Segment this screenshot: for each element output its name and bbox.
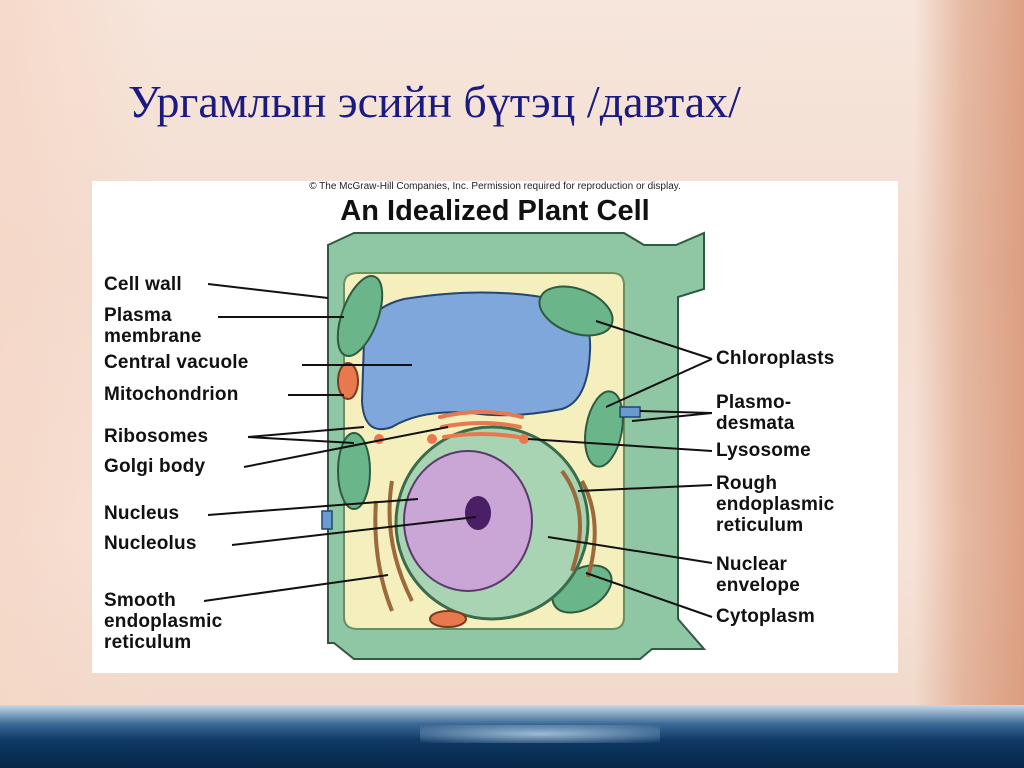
label-ribosomes: Ribosomes bbox=[104, 426, 209, 447]
leader-nucleolus bbox=[231, 516, 477, 546]
leader-lysosome bbox=[527, 438, 713, 452]
leader-ribosomes-1 bbox=[247, 426, 365, 438]
label-nuclear-envelope: Nuclear envelope bbox=[716, 554, 800, 596]
bottom-band-glare bbox=[420, 725, 660, 743]
label-nucleolus: Nucleolus bbox=[104, 533, 197, 554]
mitochondrion-2 bbox=[429, 610, 467, 628]
chloroplast-4 bbox=[337, 432, 371, 510]
label-golgi-body: Golgi body bbox=[104, 456, 206, 477]
mitochondrion-1 bbox=[337, 362, 359, 400]
label-smooth-er: Smooth endoplasmic reticulum bbox=[104, 590, 223, 653]
leader-ribosomes-2 bbox=[247, 436, 355, 444]
label-chloroplasts: Chloroplasts bbox=[716, 348, 835, 369]
label-plasma-membrane: Plasma membrane bbox=[104, 305, 202, 347]
leader-plasmodesmata-2 bbox=[631, 412, 713, 422]
label-cell-wall: Cell wall bbox=[104, 274, 182, 295]
figure-title: An Idealized Plant Cell bbox=[340, 195, 650, 227]
label-nucleus: Nucleus bbox=[104, 503, 180, 524]
leader-nuclear-envelope bbox=[547, 536, 713, 564]
leader-chloroplasts-1 bbox=[595, 320, 713, 360]
leader-nucleus bbox=[207, 498, 419, 516]
lysosome-1 bbox=[519, 434, 529, 444]
golgi-body bbox=[438, 410, 524, 439]
leader-cell-wall bbox=[207, 283, 329, 299]
copyright-notice: © The McGraw-Hill Companies, Inc. Permis… bbox=[309, 181, 681, 192]
chloroplast-3 bbox=[584, 390, 624, 468]
chloroplast-2 bbox=[538, 285, 614, 337]
lysosome-3 bbox=[427, 434, 437, 444]
leader-rough-er bbox=[577, 484, 713, 492]
bottom-decorative-band bbox=[0, 705, 1024, 768]
smooth-er bbox=[373, 480, 414, 612]
plasmodesma-left bbox=[321, 510, 333, 530]
label-central-vacuole: Central vacuole bbox=[104, 352, 249, 373]
leader-golgi bbox=[243, 426, 449, 468]
plant-cell-illustration bbox=[203, 231, 713, 660]
leader-smooth-er bbox=[203, 574, 389, 602]
leader-plasmodesmata-1 bbox=[639, 410, 713, 414]
slide-title: Ургамлын эсийн бүтэц /давтах/ bbox=[128, 76, 741, 127]
label-lysosome: Lysosome bbox=[716, 440, 811, 461]
plasmodesma-right bbox=[619, 406, 641, 418]
label-cytoplasm: Cytoplasm bbox=[716, 606, 815, 627]
label-mitochondrion: Mitochondrion bbox=[104, 384, 239, 405]
label-rough-er: Rough endoplasmic reticulum bbox=[716, 473, 835, 536]
chloroplast-1 bbox=[336, 275, 384, 357]
label-plasmodesmata: Plasmo- desmata bbox=[716, 392, 795, 434]
background-right-band bbox=[914, 0, 1024, 768]
leader-cytoplasm bbox=[585, 572, 713, 618]
plant-cell-figure: © The McGraw-Hill Companies, Inc. Permis… bbox=[92, 181, 898, 673]
central-vacuole bbox=[360, 291, 592, 431]
nucleolus bbox=[465, 496, 491, 530]
leader-chloroplasts-2 bbox=[605, 358, 713, 408]
